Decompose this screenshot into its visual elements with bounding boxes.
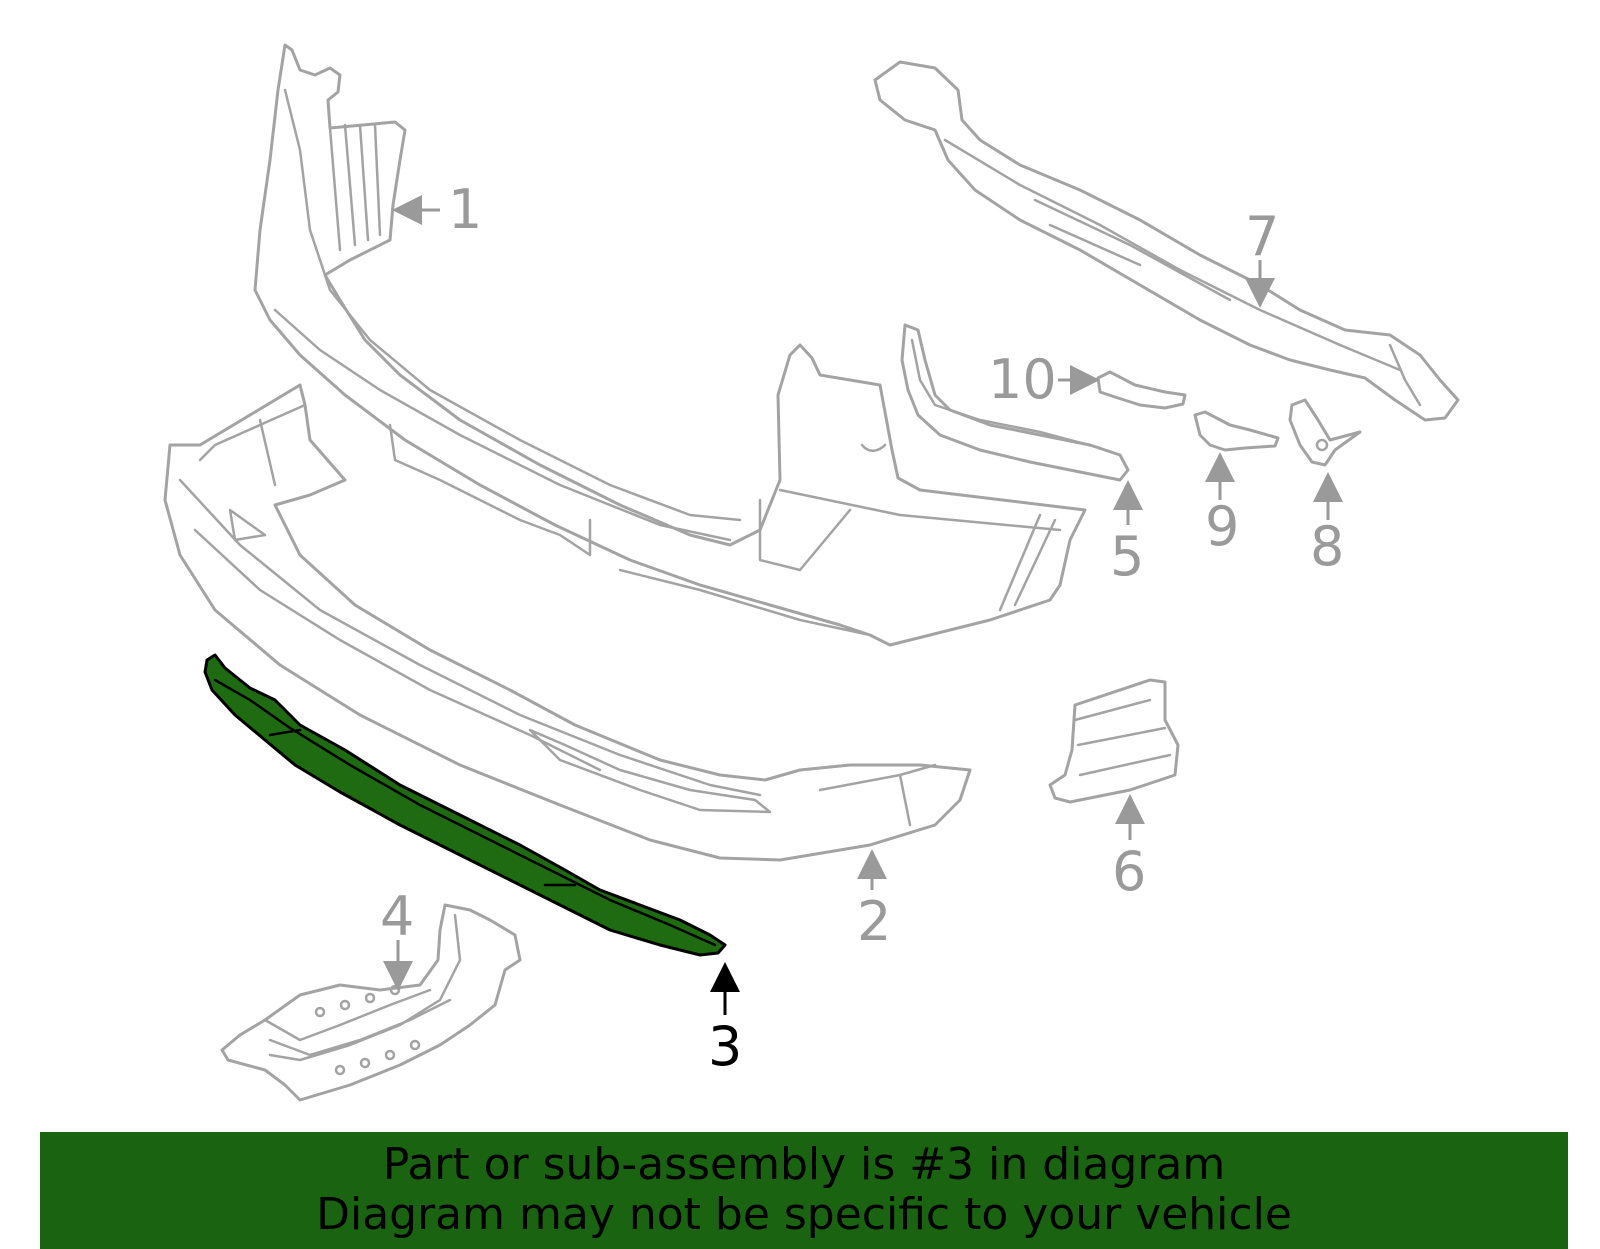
part-4-shield[interactable]	[220, 903, 522, 1102]
part-1-bumper-cover[interactable]	[253, 43, 1087, 647]
part-7-reinforcement[interactable]	[873, 60, 1460, 422]
callout-6: 6	[1112, 840, 1146, 903]
part-2-lower-cover[interactable]	[163, 383, 972, 862]
banner-line-2: Diagram may not be specific to your vehi…	[316, 1189, 1292, 1240]
part-3-valance-highlighted[interactable]	[203, 653, 727, 957]
callout-leaders	[383, 195, 1343, 1015]
callout-4: 4	[380, 885, 414, 948]
part-5-bracket[interactable]	[900, 323, 1130, 482]
info-banner: Part or sub-assembly is #3 in diagram Di…	[40, 1132, 1568, 1249]
callout-3: 3	[708, 1015, 742, 1078]
callout-7: 7	[1245, 205, 1279, 268]
callout-8: 8	[1310, 515, 1344, 578]
callout-2: 2	[857, 890, 891, 953]
callout-1: 1	[448, 178, 482, 241]
banner-line-1: Part or sub-assembly is #3 in diagram	[382, 1139, 1226, 1190]
callout-10: 10	[988, 348, 1057, 411]
part-9-bracket[interactable]	[1193, 410, 1280, 452]
part-10-bracket[interactable]	[1096, 370, 1187, 410]
part-8-clip[interactable]	[1288, 398, 1362, 467]
parts-diagram: 1 2 3 4 5 6 7 8 9 10	[163, 43, 1460, 1102]
part-6-corner-bracket[interactable]	[1048, 678, 1180, 804]
callout-9: 9	[1205, 495, 1239, 558]
callout-5: 5	[1110, 525, 1144, 588]
